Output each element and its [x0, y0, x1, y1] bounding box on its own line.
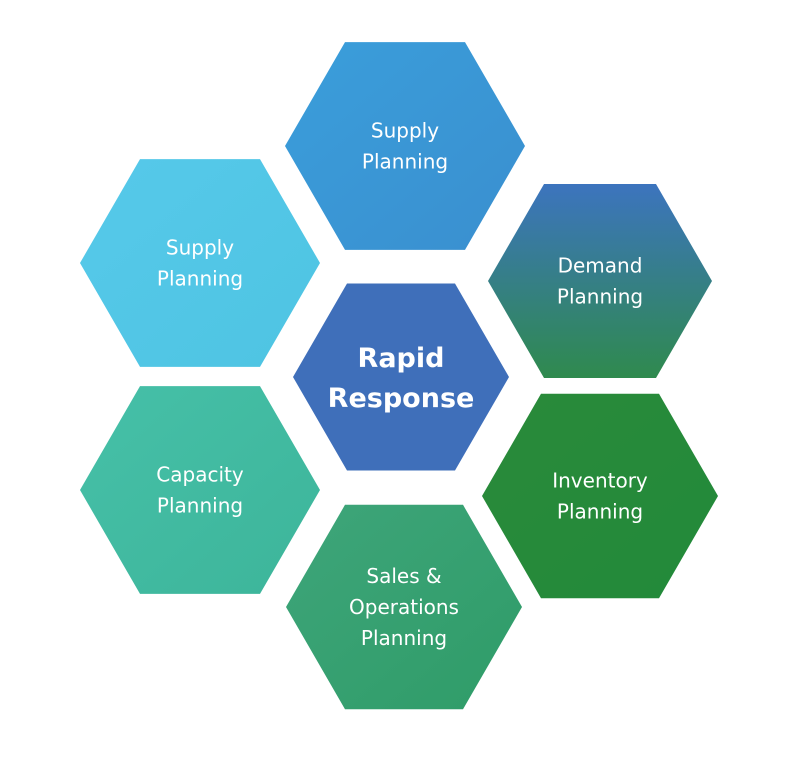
hexagon-top-label-line: Supply [371, 119, 439, 143]
hexagon-center-label-line: Rapid [358, 343, 445, 374]
hexagon-center-label-line: Response [328, 383, 475, 414]
hexagon-bottom-label-line: Sales & [366, 564, 441, 588]
hexagon-upper-left-label-line: Planning [157, 267, 243, 291]
hexagon-top-label-line: Planning [362, 150, 448, 174]
hexagon-top-shape [285, 42, 525, 250]
hexagon-upper-left-label-line: Supply [166, 236, 234, 260]
hexagon-lower-right-shape [482, 393, 718, 599]
hexagon-bottom-shape [286, 504, 522, 710]
hexagon-lower-left-label-line: Planning [157, 494, 243, 518]
hexagon-upper-left-shape [80, 159, 320, 367]
hexagon-center-shape [293, 283, 509, 471]
hexagon-lower-left-label-line: Capacity [156, 463, 244, 487]
hexagon-upper-right-label-line: Demand [558, 254, 643, 278]
hexagon-bottom-label-line: Planning [361, 626, 447, 650]
hexagon-lower-right-label-line: Planning [557, 500, 643, 524]
hexagon-upper-right-shape [488, 184, 712, 378]
hexagon-upper-right-label-line: Planning [557, 285, 643, 309]
hexagon-lower-right-label-line: Inventory [552, 469, 648, 493]
hexagon-bottom-label-line: Operations [349, 595, 459, 619]
hexagon-lower-left-shape [80, 386, 320, 594]
